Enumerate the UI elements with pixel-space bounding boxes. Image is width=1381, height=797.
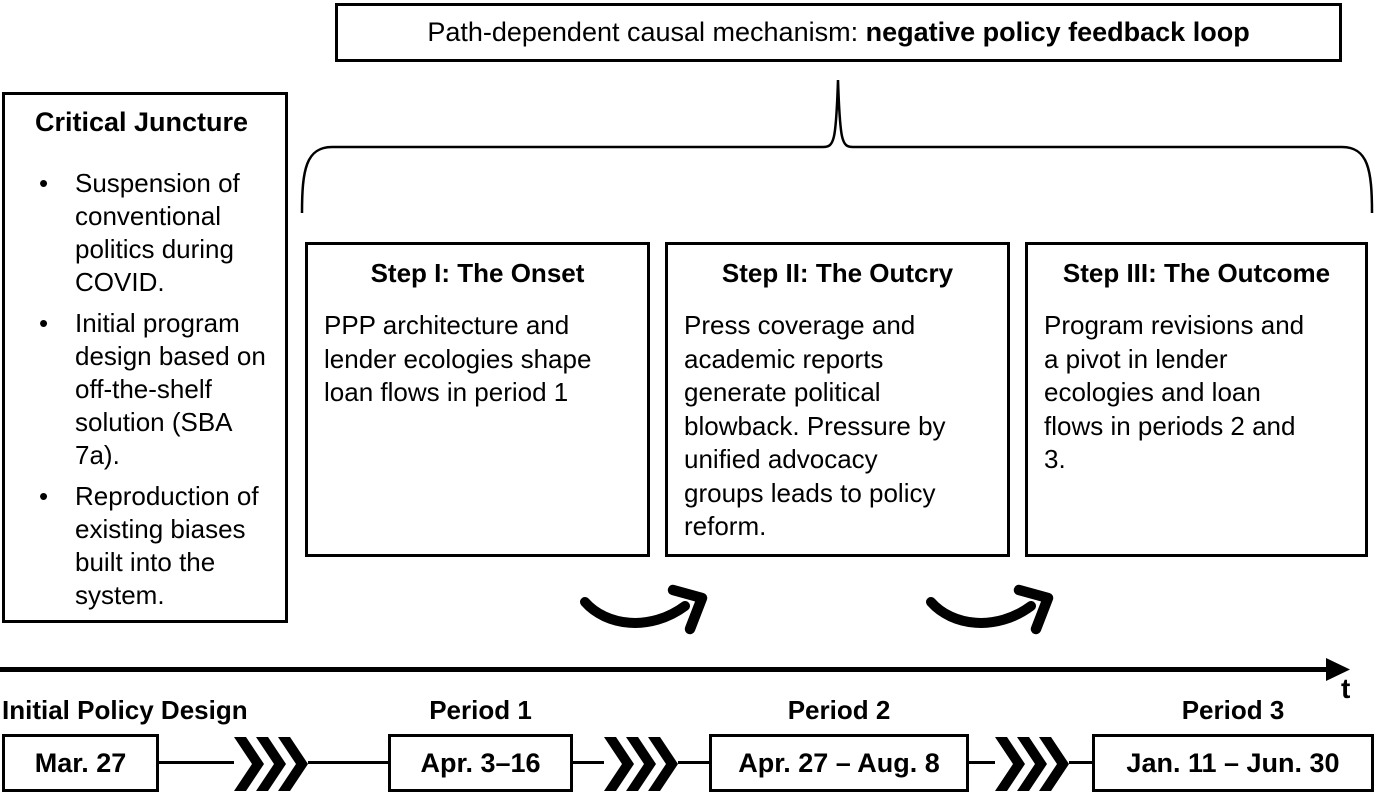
stage-label-period-1: Period 1 — [429, 695, 532, 725]
step-3-body: Program revisions and a pivot in lender … — [1044, 310, 1305, 474]
list-item: • Initial program design based on off-th… — [39, 307, 279, 472]
step-1-title: Step I: The Onset — [370, 258, 585, 288]
critical-juncture-heading: Critical Juncture — [35, 107, 249, 137]
critical-juncture-list: • Suspension of conventional politics du… — [5, 167, 285, 612]
bullet-marker: • — [39, 308, 49, 338]
bullet-text: Reproduction of existing biases built in… — [75, 481, 259, 610]
date-box-period-3: Jan. 11 – Jun. 30 — [1092, 734, 1374, 792]
chevron-arrows-icon — [234, 737, 308, 791]
step-1-box: Step I: The Onset PPP architecture and l… — [305, 242, 650, 557]
stage-label-period-2: Period 2 — [787, 695, 891, 725]
list-item: • Reproduction of existing biases built … — [39, 480, 279, 612]
mechanism-title-box: Path-dependent causal mechanism: negativ… — [335, 3, 1342, 62]
date-box-period-1: Apr. 3–16 — [388, 734, 573, 792]
date-box-period-2: Apr. 27 – Aug. 8 — [709, 734, 969, 792]
stage-label-initial-policy-design: Initial Policy Design — [2, 695, 248, 725]
bullet-text: Suspension of conventional politics duri… — [75, 168, 240, 297]
step-3-box: Step III: The Outcome Program revisions … — [1025, 242, 1368, 557]
timeline-arrowhead-icon — [1326, 658, 1350, 681]
step-2-body: Press coverage and academic reports gene… — [684, 310, 946, 541]
critical-juncture-box: Critical Juncture • Suspension of conven… — [2, 92, 288, 623]
chevron-arrows-icon — [604, 737, 678, 791]
mechanism-title-prefix: Path-dependent causal mechanism: — [427, 17, 866, 47]
step-1-body: PPP architecture and lender ecologies sh… — [324, 310, 592, 407]
curved-arrow-icon — [580, 584, 708, 635]
mechanism-title-bold: negative policy feedback loop — [865, 17, 1250, 47]
step-2-title: Step II: The Outcry — [721, 258, 954, 288]
curved-arrow-icon — [926, 584, 1054, 635]
bullet-marker: • — [39, 481, 49, 511]
chevron-arrows-icon — [995, 737, 1069, 791]
stage-label-period-3: Period 3 — [1181, 695, 1285, 725]
step-3-title: Step III: The Outcome — [1062, 258, 1331, 288]
date-box-mar-27: Mar. 27 — [2, 734, 159, 792]
curly-brace — [300, 79, 1374, 214]
time-axis-label: t — [1341, 673, 1351, 704]
timeline-axis — [0, 667, 1330, 672]
list-item: • Suspension of conventional politics du… — [39, 167, 279, 299]
step-2-box: Step II: The Outcry Press coverage and a… — [665, 242, 1010, 557]
bullet-text: Initial program design based on off-the-… — [75, 308, 266, 470]
bullet-marker: • — [39, 168, 49, 198]
